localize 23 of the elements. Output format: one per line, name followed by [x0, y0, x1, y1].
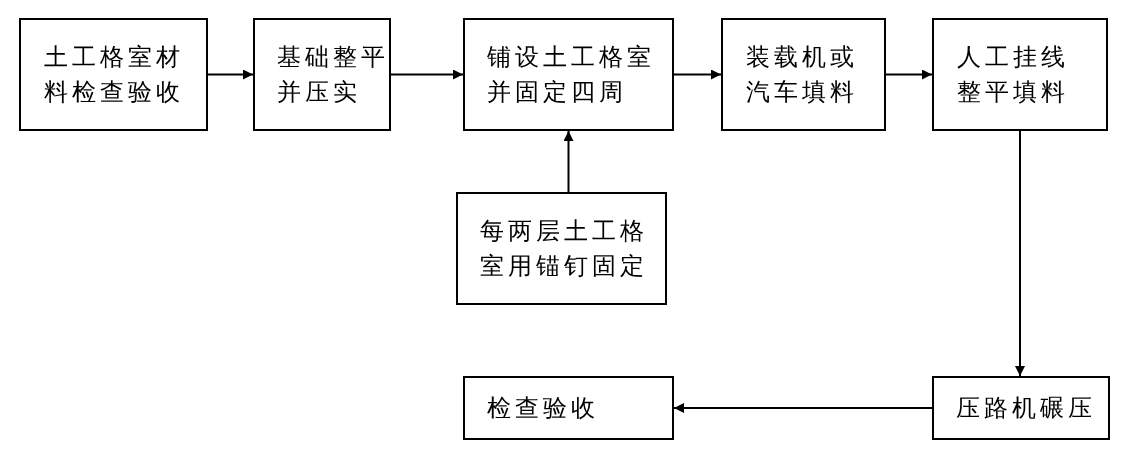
process-box — [463, 376, 674, 440]
arrow — [885, 69, 933, 80]
process-box — [253, 18, 391, 131]
process-box — [19, 18, 208, 131]
step-text: 每两层土工格室用锚钉固定 — [480, 215, 649, 282]
arrow — [390, 69, 464, 80]
process-box — [932, 376, 1110, 440]
step-text: 检查验收 — [487, 392, 599, 424]
process-box — [932, 18, 1108, 131]
arrow — [673, 403, 933, 413]
arrow — [1015, 130, 1025, 377]
step-text: 人工挂线整平填料 — [957, 41, 1070, 108]
process-box — [721, 18, 886, 131]
arrow — [563, 130, 574, 193]
arrow — [207, 69, 254, 80]
step-text: 基础整平并压实 — [277, 41, 389, 108]
step-text: 装载机或汽车填料 — [746, 41, 859, 108]
process-box — [456, 192, 667, 305]
step-text: 压路机碾压 — [956, 392, 1096, 424]
step-text: 铺设土工格室并固定四周 — [487, 41, 656, 108]
process-box — [463, 18, 674, 131]
step-text: 土工格室材料检查验收 — [44, 41, 185, 108]
arrow — [673, 69, 722, 80]
